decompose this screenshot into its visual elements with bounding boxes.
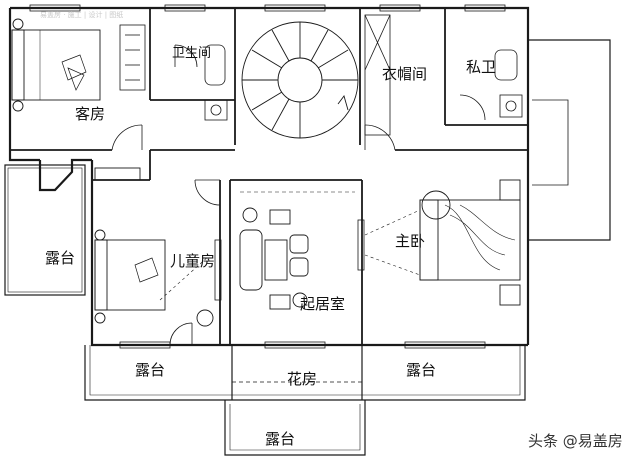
exterior-walls (8, 6, 530, 347)
living-room-furniture (239, 191, 355, 310)
door-swings (111, 44, 486, 346)
label-terrace-left: 露台 (45, 249, 76, 267)
windows (29, 4, 506, 349)
watermark: 头条 @易盖房 (528, 432, 623, 450)
label-guest-room: 客房 (75, 105, 106, 123)
bathroom-fixtures (204, 44, 228, 121)
interior-walls (10, 8, 528, 345)
label-terrace-front: 露台 (265, 430, 296, 448)
label-terrace-bottom-left: 露台 (135, 361, 166, 379)
terrace-right-outline (528, 39, 611, 241)
label-children-room: 儿童房 (170, 252, 216, 270)
label-private-bath: 私卫 (466, 58, 497, 76)
faint-header-text: 易盖房 · 施工 | 设计 | 图纸 (40, 11, 124, 19)
label-terrace-bottom-right: 露台 (406, 361, 437, 379)
front-terrace (224, 400, 366, 456)
private-bath-fixtures (494, 49, 523, 118)
children-room-bed (94, 167, 214, 327)
bottom-balcony (84, 345, 526, 401)
cloakroom-fixtures (364, 14, 391, 136)
guest-wardrobe (119, 24, 146, 91)
master-bed (364, 179, 521, 306)
label-master-bedroom: 主卧 (395, 232, 426, 250)
label-cloakroom: 衣帽间 (382, 65, 428, 83)
guest-room-bed (11, 18, 101, 112)
spiral-staircase (241, 21, 359, 139)
label-living-room: 起居室 (300, 295, 346, 313)
label-flower-room: 花房 (287, 370, 318, 388)
label-bathroom: 卫生间 (172, 46, 212, 61)
terrace-left-outline (4, 164, 86, 296)
